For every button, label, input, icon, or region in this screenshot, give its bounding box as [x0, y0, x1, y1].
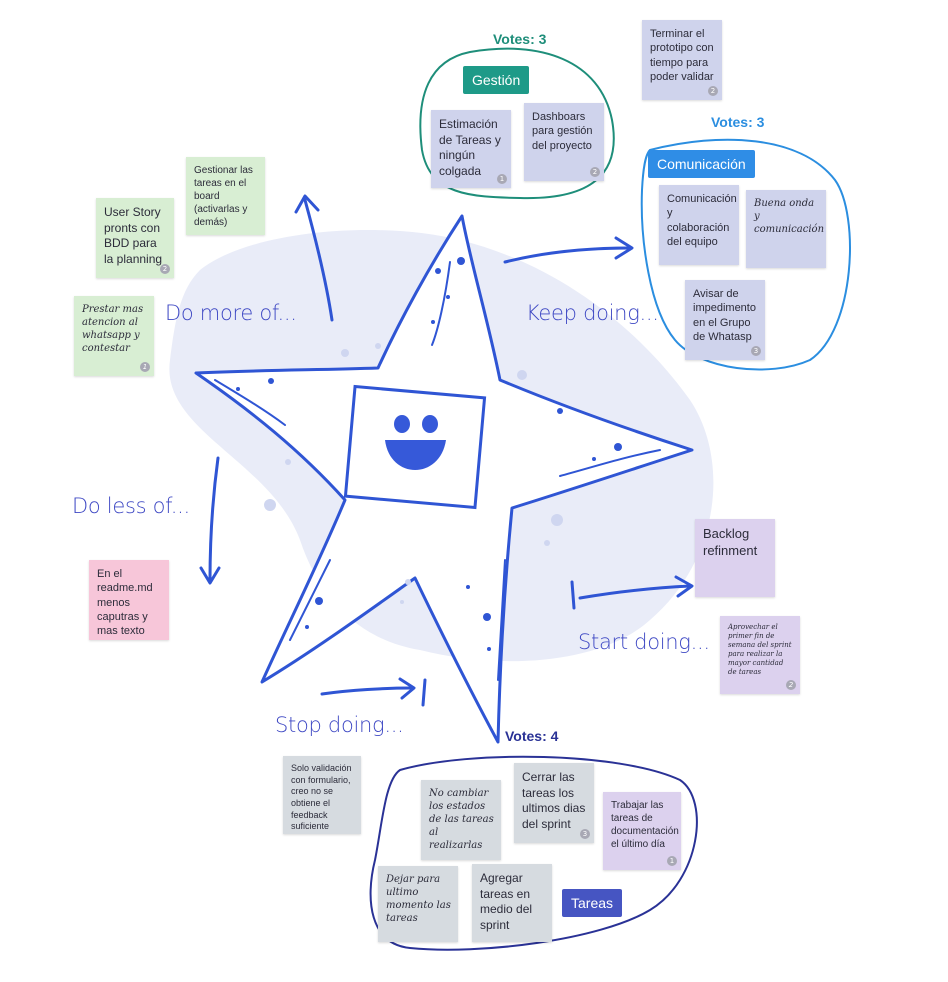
gestion-votes: Votes: 3 [493, 31, 547, 47]
sticky-note[interactable]: En el readme.md menos caputras y mas tex… [89, 560, 169, 640]
sticky-note[interactable]: Dejar para ultimo momento las tareas [378, 866, 458, 942]
sticky-note[interactable]: Gestionar las tareas en el board (activa… [186, 157, 265, 235]
tareas-group-outline [369, 755, 698, 951]
stop-doing-label: Stop doing... [275, 713, 404, 737]
sticky-note[interactable]: Solo validación con formulario, creo no … [283, 756, 361, 834]
do-less-arrow [199, 456, 221, 585]
do-more-label: Do more of... [165, 301, 297, 325]
comunicacion-votes: Votes: 3 [711, 114, 765, 130]
gestion-group-outline [419, 47, 615, 200]
keep-doing-label: Keep doing... [526, 301, 659, 325]
sticky-note[interactable]: Prestar mas atencion al whatsapp y conte… [74, 296, 154, 376]
comunicacion-tag[interactable]: Comunicación [648, 150, 755, 178]
tareas-tag[interactable]: Tareas [562, 889, 623, 917]
start-doing-label: Start doing... [578, 630, 710, 654]
do-less-label: Do less of... [72, 494, 190, 518]
sticky-note[interactable]: Cerrar las tareas los ultimos dias del s… [514, 763, 594, 843]
start-doing-arrow [570, 575, 694, 610]
comunicacion-group-outline [640, 138, 851, 371]
tareas-votes: Votes: 4 [505, 728, 559, 744]
sticky-note[interactable]: No cambiar los estados de las tareas al … [421, 780, 501, 860]
right-eye [422, 415, 438, 433]
star-dots [236, 257, 622, 651]
left-eye [394, 415, 410, 433]
sticky-note[interactable]: User Story pronts con BDD para la planni… [96, 198, 174, 278]
sticky-note[interactable]: Avisar de impedimento en el Grupo de Wha… [685, 280, 765, 360]
sticky-note[interactable]: Buena onda y comunicación [746, 190, 826, 268]
sticky-note[interactable]: Terminar el prototipo con tiempo para po… [642, 20, 722, 100]
sticky-note[interactable]: Estimación de Tareas y ningún colgada 1 [431, 110, 511, 188]
smile [385, 440, 446, 470]
sticky-note[interactable]: Comunicación y colaboración del equipo [659, 185, 739, 265]
sticky-note[interactable]: Agregar tareas en medio del sprint [472, 864, 552, 942]
sticky-note[interactable]: Backlog refinment [695, 519, 775, 597]
sticky-note[interactable]: Dashboars para gestión del proyecto 2 [524, 103, 604, 181]
sticky-note[interactable]: Aprovechar el primer fin de semana del s… [720, 616, 800, 694]
keep-doing-arrow [503, 236, 634, 264]
gestion-tag[interactable]: Gestión [463, 66, 530, 94]
do-more-arrow [294, 194, 334, 322]
bubble-dots [264, 343, 563, 604]
stop-doing-arrow [320, 677, 427, 707]
sticky-note[interactable]: Trabajar las tareas de documentación el … [603, 792, 681, 870]
